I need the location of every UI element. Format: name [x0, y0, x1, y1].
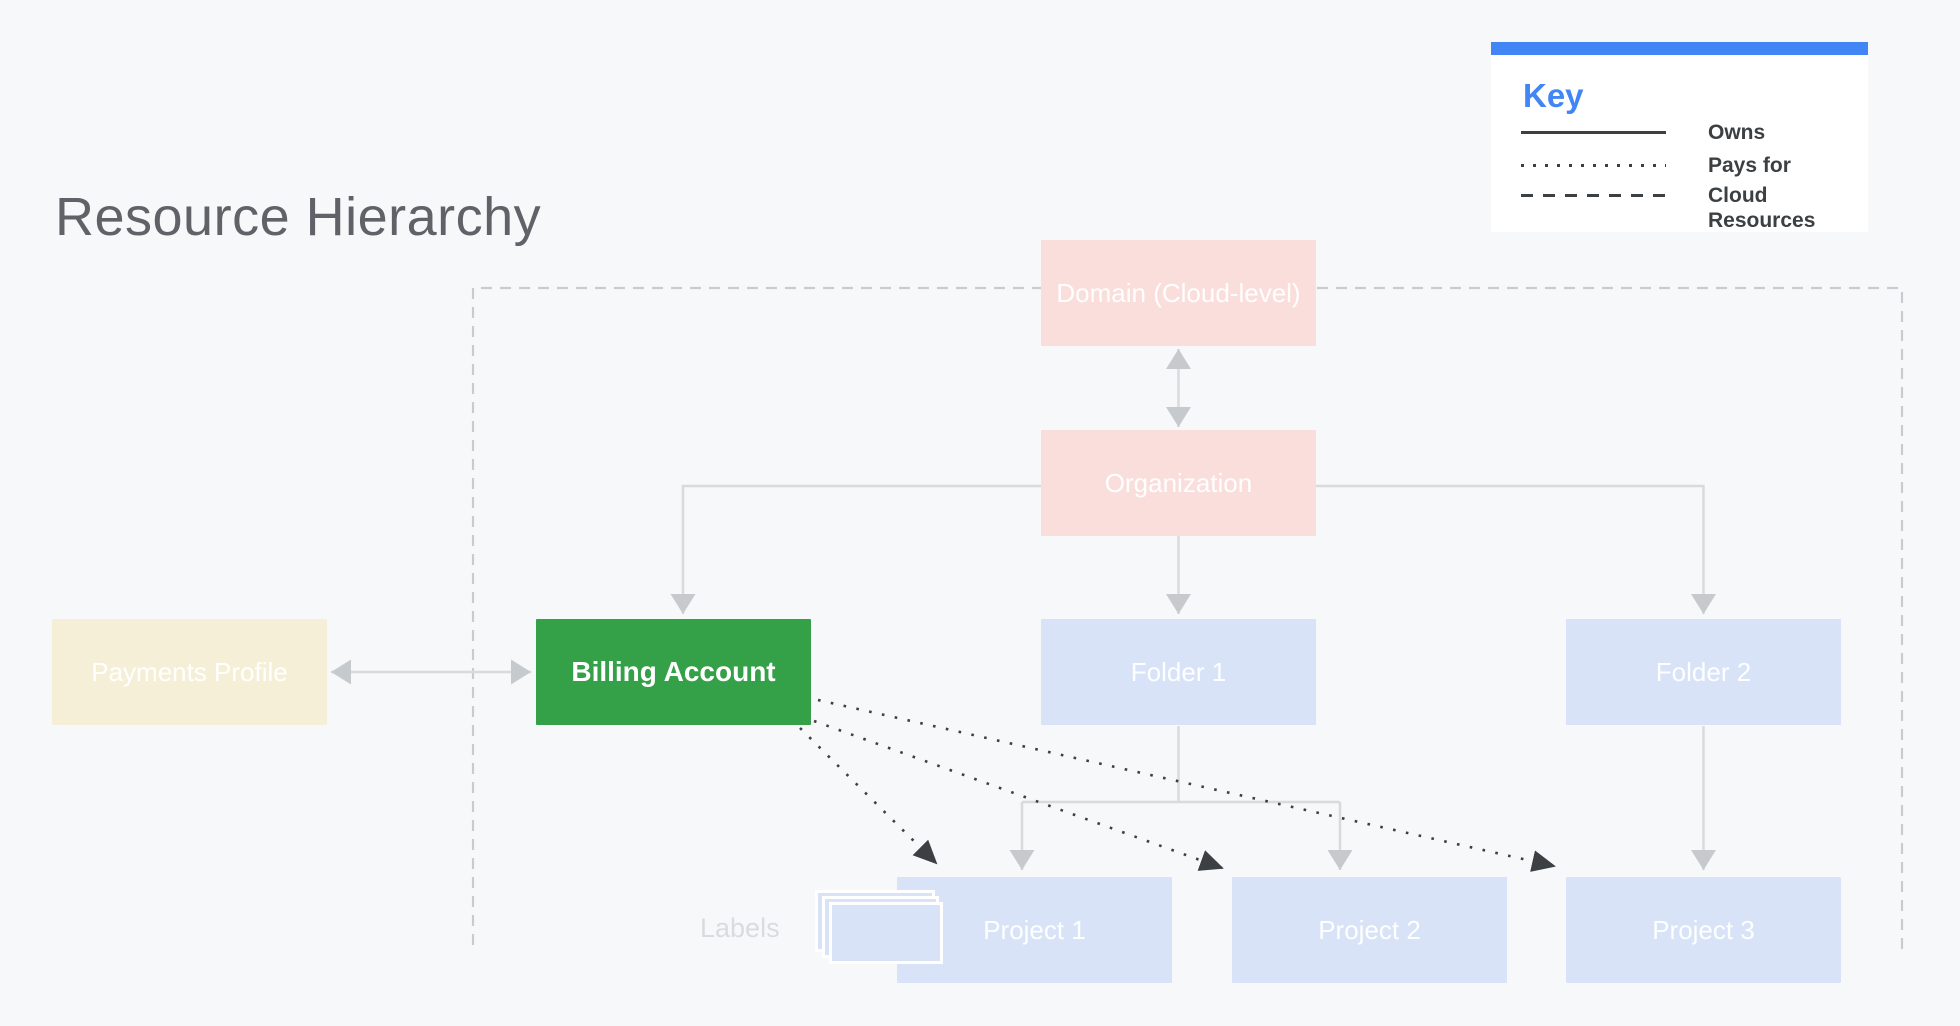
- edge-billing-project2-paysfor: [813, 719, 1224, 871]
- legend-row-owns: Owns: [1521, 117, 1868, 147]
- pays-for-label: Pays for: [1708, 153, 1791, 177]
- pays-for-line-sample: [1521, 163, 1666, 167]
- labels-caption: Labels: [700, 913, 780, 943]
- node-organization: Organization: [1041, 430, 1316, 536]
- node-organization-label: Organization: [1104, 467, 1253, 498]
- cloud-resources-line-sample: [1521, 194, 1666, 197]
- node-payments-profile-label: Payments Profile: [91, 656, 288, 687]
- legend-row-pays-for: Pays for: [1521, 147, 1868, 183]
- node-project-2-label: Project 2: [1318, 914, 1421, 945]
- node-folder-1: Folder 1: [1041, 619, 1316, 725]
- cloud-resources-label: Cloud Resources: [1708, 184, 1816, 232]
- node-domain-label: Domain (Cloud-level): [1056, 277, 1301, 308]
- legend-heading: Key: [1523, 77, 1584, 114]
- node-project-1-label: Project 1: [983, 914, 1086, 945]
- legend-panel: Key Owns Pays for Cloud Resources: [1491, 42, 1868, 232]
- node-project-3: Project 3: [1566, 877, 1841, 983]
- edge-organization-billing: [670, 484, 1041, 614]
- legend-row-cloud-resources: Cloud Resources: [1521, 183, 1868, 237]
- node-project-3-label: Project 3: [1652, 914, 1755, 945]
- page-title: Resource Hierarchy: [55, 187, 542, 247]
- legend-body: Key Owns Pays for Cloud Resources: [1491, 55, 1868, 237]
- owns-line-sample: [1521, 130, 1666, 134]
- edge-billing-project1-paysfor: [799, 727, 938, 865]
- node-folder-2-label: Folder 2: [1655, 656, 1752, 687]
- edge-folder1-branch: [1022, 726, 1340, 804]
- node-payments-profile: Payments Profile: [52, 619, 327, 725]
- legend-accent-bar: [1491, 42, 1868, 55]
- node-billing-account: Billing Account: [536, 619, 811, 725]
- node-billing-account-label: Billing Account: [571, 656, 776, 687]
- labels-cards-icon: [829, 902, 943, 964]
- edge-organization-folder2: [1316, 484, 1716, 614]
- node-project-2: Project 2: [1232, 877, 1507, 983]
- node-folder-2: Folder 2: [1566, 619, 1841, 725]
- node-folder-1-label: Folder 1: [1130, 656, 1227, 687]
- node-domain: Domain (Cloud-level): [1041, 240, 1316, 346]
- owns-label: Owns: [1708, 120, 1766, 144]
